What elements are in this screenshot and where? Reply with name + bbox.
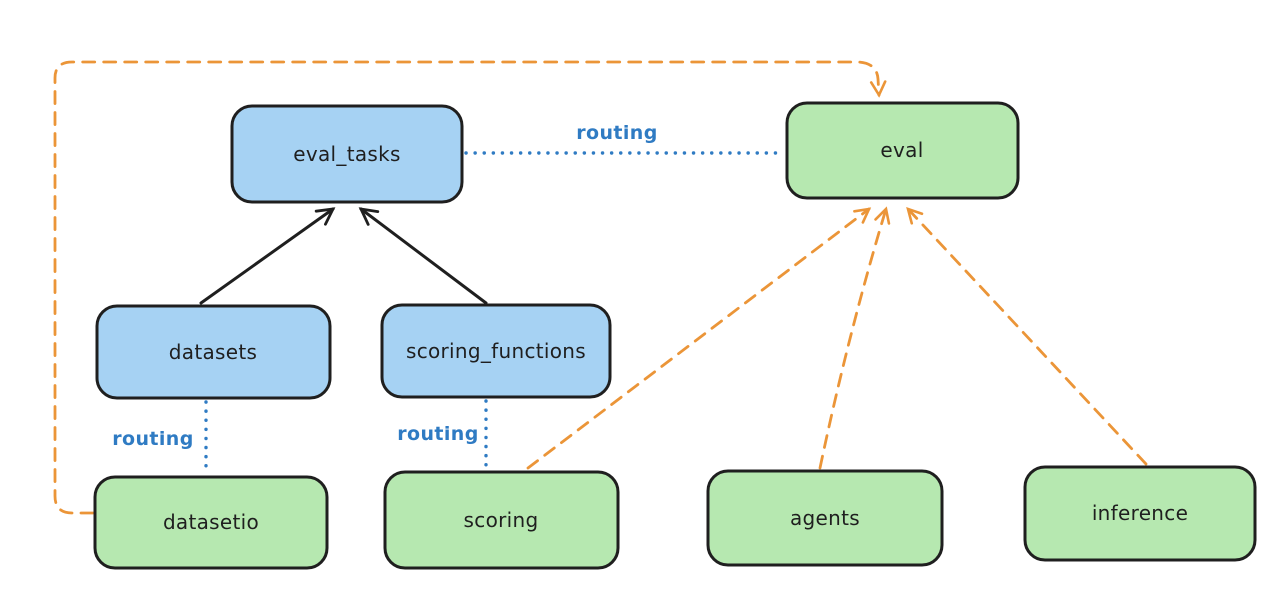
node-agents-label: agents [790,506,860,530]
node-datasetio-label: datasetio [163,510,259,534]
node-datasets-shape [95,304,332,400]
node-datasets-label: datasets [169,340,257,364]
node-agents: agents [706,469,944,567]
edge-agents-to-eval [818,206,891,470]
node-scoring-functions-label: scoring_functions [406,339,586,363]
node-eval: eval [785,101,1020,200]
edge-scoring-to-eval [526,207,872,470]
node-datasetio: datasetio [93,475,329,570]
edge-inference-to-eval [906,206,1148,466]
routing-label-datasets-datasetio: routing [112,428,193,450]
node-eval-tasks-label: eval_tasks [293,142,400,166]
node-eval-tasks-shape [230,104,464,204]
node-scoring-functions-shape [380,303,612,399]
node-eval-shape [785,101,1020,200]
node-inference: inference [1023,465,1257,562]
node-eval-label: eval [880,138,923,162]
node-inference-label: inference [1092,501,1188,525]
node-datasetio-shape [93,475,329,570]
node-inference-shape [1023,465,1257,562]
node-scoring: scoring [383,470,620,570]
node-scoring-shape [383,470,620,570]
edge-scoring-functions-to-eval-tasks [358,207,488,305]
routing-label-eval-tasks-eval: routing [576,122,657,144]
node-scoring-label: scoring [464,508,539,532]
node-eval-tasks: eval_tasks [230,104,464,204]
edge-datasets-to-eval-tasks [199,207,336,305]
node-scoring-functions: scoring_functions [380,303,612,399]
routing-label-scoring-functions-scoring: routing [397,423,478,445]
node-agents-shape [706,469,944,567]
node-datasets: datasets [95,304,332,400]
edge-datasetio-to-eval [53,60,887,515]
